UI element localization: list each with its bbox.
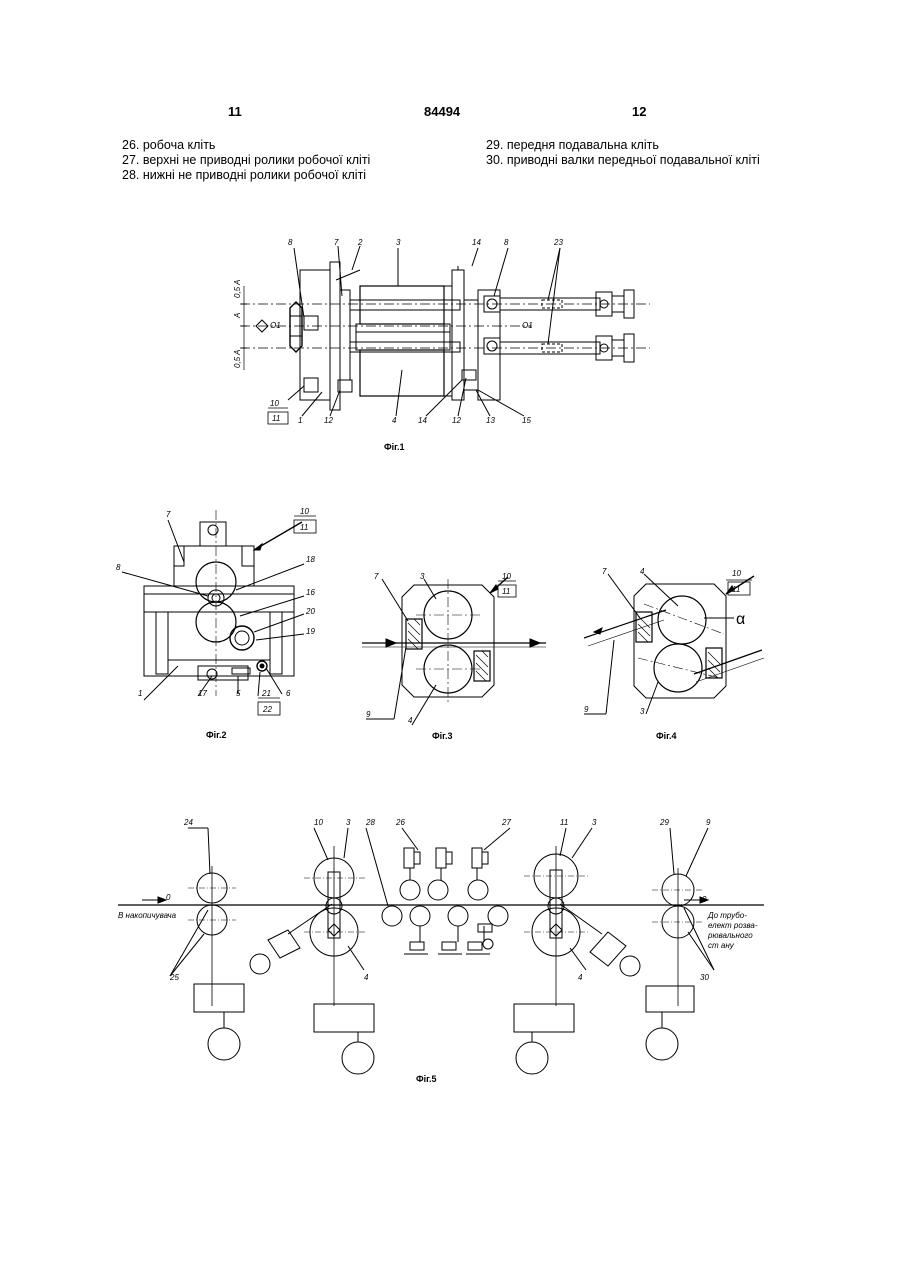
fig5-label-4-left: 4 — [364, 973, 369, 982]
fig2-label-19: 19 — [306, 627, 315, 636]
fig3-label-9: 9 — [366, 710, 371, 719]
fig1-label-1: 1 — [298, 416, 302, 425]
fig3-caption: Фіг.3 — [432, 731, 453, 741]
fig1-label-11: 11 — [272, 414, 280, 423]
patent-number: 84494 — [424, 104, 460, 119]
fig2-label-20: 20 — [305, 607, 315, 616]
fig1-label-o1-right: O1 — [522, 321, 533, 330]
fig4-caption: Фіг.4 — [656, 731, 677, 741]
figure-5-drawing: 24 10 3 28 26 27 11 3 29 9 0 0 В накопич… — [118, 806, 768, 1092]
fig2-label-6: 6 — [286, 689, 291, 698]
fig4-label-7: 7 — [602, 567, 607, 576]
fig5-label-24: 24 — [183, 818, 193, 827]
fig5-label-30: 30 — [700, 973, 709, 982]
fig5-label-26: 26 — [395, 818, 405, 827]
fig5-zero-right: 0 — [702, 895, 707, 904]
fig1-label-2: 2 — [357, 238, 363, 247]
fig3-label-3: 3 — [420, 572, 425, 581]
fig2-label-22: 22 — [262, 705, 272, 714]
figure-3-drawing: 7 3 10 11 9 4 Фіг.3 — [356, 565, 556, 745]
legend-item: 29. передня подавальна кліть — [486, 138, 760, 153]
legend-left: 26. робоча кліть 27. верхні не приводні … — [122, 138, 370, 183]
fig2-label-17: 17 — [198, 689, 207, 698]
fig1-label-12-left: 12 — [324, 416, 333, 425]
fig1-dim-05a-top: 0,5 A — [233, 280, 242, 298]
fig3-label-11: 11 — [502, 587, 510, 596]
fig1-label-23: 23 — [553, 238, 563, 247]
fig4-label-3: 3 — [640, 707, 645, 716]
fig2-label-8: 8 — [116, 563, 121, 572]
figure-2-drawing: 7 10 11 8 18 16 20 19 1 17 5 21 6 22 Фіг… — [108, 500, 333, 745]
fig5-to-text-1: До трубо- — [707, 911, 747, 920]
fig5-from-text: В накопичувача — [118, 911, 177, 920]
fig1-label-15: 15 — [522, 416, 531, 425]
figure-1-drawing: 0,5 A A 0,5 A O1 O1 8 7 2 3 14 8 23 10 1… — [232, 230, 652, 460]
fig1-label-o1-left: O1 — [270, 321, 281, 330]
page-number-left: 11 — [228, 104, 242, 119]
fig2-label-16: 16 — [306, 588, 315, 597]
fig5-to-text-4: ст ану — [708, 941, 735, 950]
fig5-label-3-left: 3 — [346, 818, 351, 827]
legend-item: 28. нижні не приводні ролики робочої клі… — [122, 168, 370, 183]
fig5-to-text-2: елект розва- — [708, 921, 758, 930]
fig5-zero-left: 0 — [166, 893, 171, 902]
fig1-label-3: 3 — [396, 238, 401, 247]
fig1-label-14-bottom: 14 — [418, 416, 427, 425]
fig1-label-4: 4 — [392, 416, 397, 425]
fig3-label-4: 4 — [408, 716, 413, 725]
fig3-label-10: 10 — [502, 572, 511, 581]
fig4-label-10: 10 — [732, 569, 741, 578]
legend-item: 27. верхні не приводні ролики робочої кл… — [122, 153, 370, 168]
fig1-dim-05a-bottom: 0,5 A — [233, 350, 242, 368]
fig2-label-10: 10 — [300, 507, 309, 516]
fig5-caption: Фіг.5 — [416, 1074, 437, 1084]
fig2-caption: Фіг.2 — [206, 730, 227, 740]
fig1-label-10: 10 — [270, 399, 279, 408]
legend-right: 29. передня подавальна кліть 30. приводн… — [486, 138, 760, 168]
fig2-label-11: 11 — [300, 523, 308, 532]
fig1-label-8-right: 8 — [504, 238, 509, 247]
legend-item: 30. приводні валки передньої подавальної… — [486, 153, 760, 168]
fig5-label-29: 29 — [659, 818, 669, 827]
fig3-label-7: 7 — [374, 572, 379, 581]
fig5-label-10: 10 — [314, 818, 323, 827]
fig5-label-28: 28 — [365, 818, 375, 827]
fig1-label-7: 7 — [334, 238, 339, 247]
fig2-label-21: 21 — [261, 689, 271, 698]
fig5-label-25: 25 — [169, 973, 179, 982]
fig5-label-27: 27 — [501, 818, 511, 827]
fig1-dim-a: A — [233, 313, 242, 319]
fig5-label-9: 9 — [706, 818, 711, 827]
fig4-label-11: 11 — [732, 585, 740, 594]
fig4-label-alpha: α — [736, 611, 745, 628]
page-number-right: 12 — [632, 104, 646, 119]
fig5-to-text-3: рювального — [707, 931, 753, 940]
fig2-label-18: 18 — [306, 555, 315, 564]
fig5-label-3-right: 3 — [592, 818, 597, 827]
fig1-label-8-left: 8 — [288, 238, 293, 247]
fig5-label-4-right: 4 — [578, 973, 583, 982]
fig1-label-13: 13 — [486, 416, 495, 425]
fig2-label-1: 1 — [138, 689, 142, 698]
fig1-label-14-top: 14 — [472, 238, 481, 247]
fig1-label-12-right: 12 — [452, 416, 461, 425]
fig2-label-5: 5 — [236, 689, 241, 698]
figure-4-drawing: 7 4 10 11 α 9 3 Фіг.4 — [574, 562, 774, 745]
fig4-label-9: 9 — [584, 705, 589, 714]
fig2-label-7: 7 — [166, 510, 171, 519]
fig1-caption: Фіг.1 — [384, 442, 405, 452]
fig4-label-4: 4 — [640, 567, 645, 576]
legend-item: 26. робоча кліть — [122, 138, 370, 153]
fig5-label-11: 11 — [560, 818, 568, 827]
